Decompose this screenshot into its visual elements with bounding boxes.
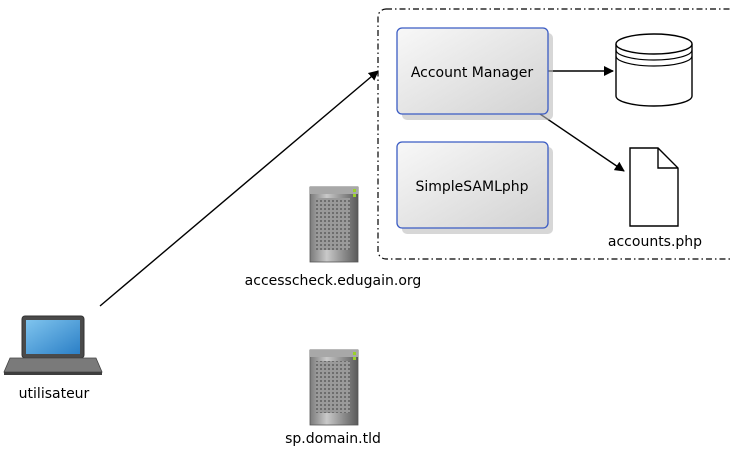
boundary-container — [377, 8, 730, 260]
arrow-account-manager-to-file — [539, 113, 625, 172]
database-icon — [615, 33, 693, 107]
accounts-file-label: accounts.php — [608, 234, 702, 250]
simplesamlphp-label: SimpleSAMLphp — [415, 179, 528, 195]
server-icon — [309, 186, 359, 263]
server-accesscheck-label: accesscheck.edugain.org — [245, 273, 422, 289]
server-icon — [309, 349, 359, 426]
server-sp-label: sp.domain.tld — [285, 431, 381, 447]
simplesamlphp-box: SimpleSAMLphp — [396, 141, 553, 234]
account-manager-box: Account Manager — [396, 27, 553, 120]
document-icon — [629, 147, 679, 227]
user-label: utilisateur — [19, 386, 90, 402]
account-manager-label: Account Manager — [411, 65, 534, 81]
laptop-icon — [3, 315, 103, 375]
arrow-user-to-account-manager — [99, 70, 379, 307]
